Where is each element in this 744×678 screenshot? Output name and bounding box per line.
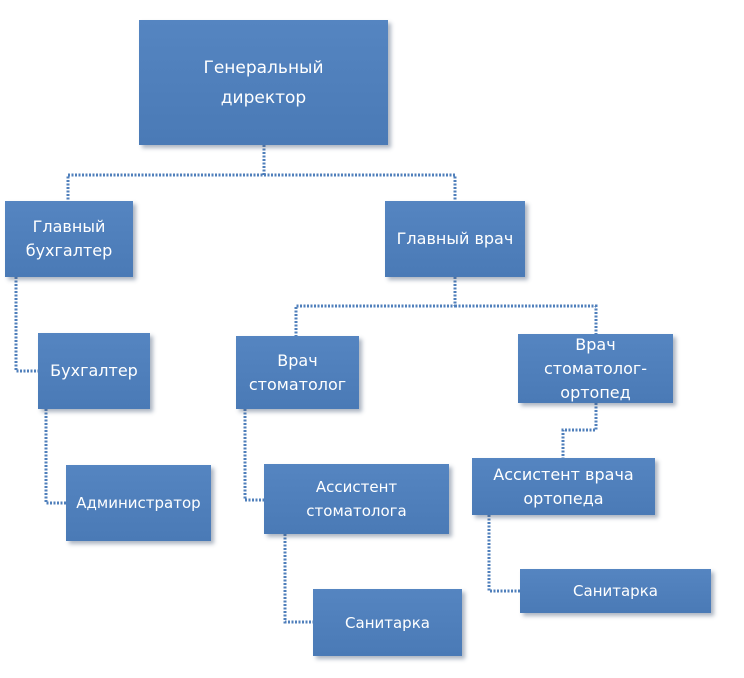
- node-chief-doctor-label: Главный врач: [396, 229, 514, 248]
- connector-dentist-to-assistant: [243, 409, 264, 502]
- node-nurse-2: Санитарка: [520, 569, 711, 613]
- connector-chief-accountant-to-accountant: [14, 277, 38, 373]
- node-nurse-1-label: Санитарка: [345, 613, 430, 632]
- connector-chief-doctor-to-orthopedist: [455, 304, 598, 334]
- node-general-director-label: Генеральный директор: [203, 57, 324, 108]
- node-general-director: Генеральный директор: [139, 20, 388, 145]
- node-orthopedist-label: Врач стоматолог- ортопед: [543, 334, 648, 402]
- node-chief-accountant: Главный бухгалтер: [5, 201, 133, 277]
- node-nurse-1: Санитарка: [313, 589, 462, 656]
- connector-orthopedist-to-assistant: [561, 403, 598, 458]
- connector-ceo-to-managers: [66, 145, 266, 201]
- connector-ceo-to-chief-doctor: [264, 173, 457, 201]
- node-dentist-label: Врач стоматолог: [248, 350, 347, 394]
- node-dentist-assistant-label: Ассистент стоматолога: [306, 478, 407, 520]
- connector-dentist-assistant-to-nurse: [283, 534, 313, 624]
- node-administrator-label: Администратор: [76, 494, 201, 512]
- node-orthopedist-assistant: Ассистент врача ортопеда: [472, 458, 655, 515]
- node-chief-accountant-label: Главный бухгалтер: [25, 217, 113, 260]
- node-chief-doctor: Главный врач: [385, 201, 525, 277]
- node-orthopedist-assistant-label: Ассистент врача ортопеда: [493, 464, 634, 508]
- connector-orthopedist-assistant-to-nurse: [487, 515, 520, 593]
- node-accountant-label: Бухгалтер: [50, 361, 138, 380]
- node-administrator: Администратор: [66, 465, 211, 541]
- node-nurse-2-label: Санитарка: [573, 582, 658, 600]
- node-dentist: Врач стоматолог: [236, 336, 359, 409]
- node-dentist-assistant: Ассистент стоматолога: [264, 464, 449, 534]
- connector-accountant-to-administrator: [44, 409, 66, 505]
- node-accountant: Бухгалтер: [38, 333, 150, 409]
- connector-chief-doctor-to-dentist: [294, 277, 457, 336]
- node-orthopedist: Врач стоматолог- ортопед: [518, 334, 673, 403]
